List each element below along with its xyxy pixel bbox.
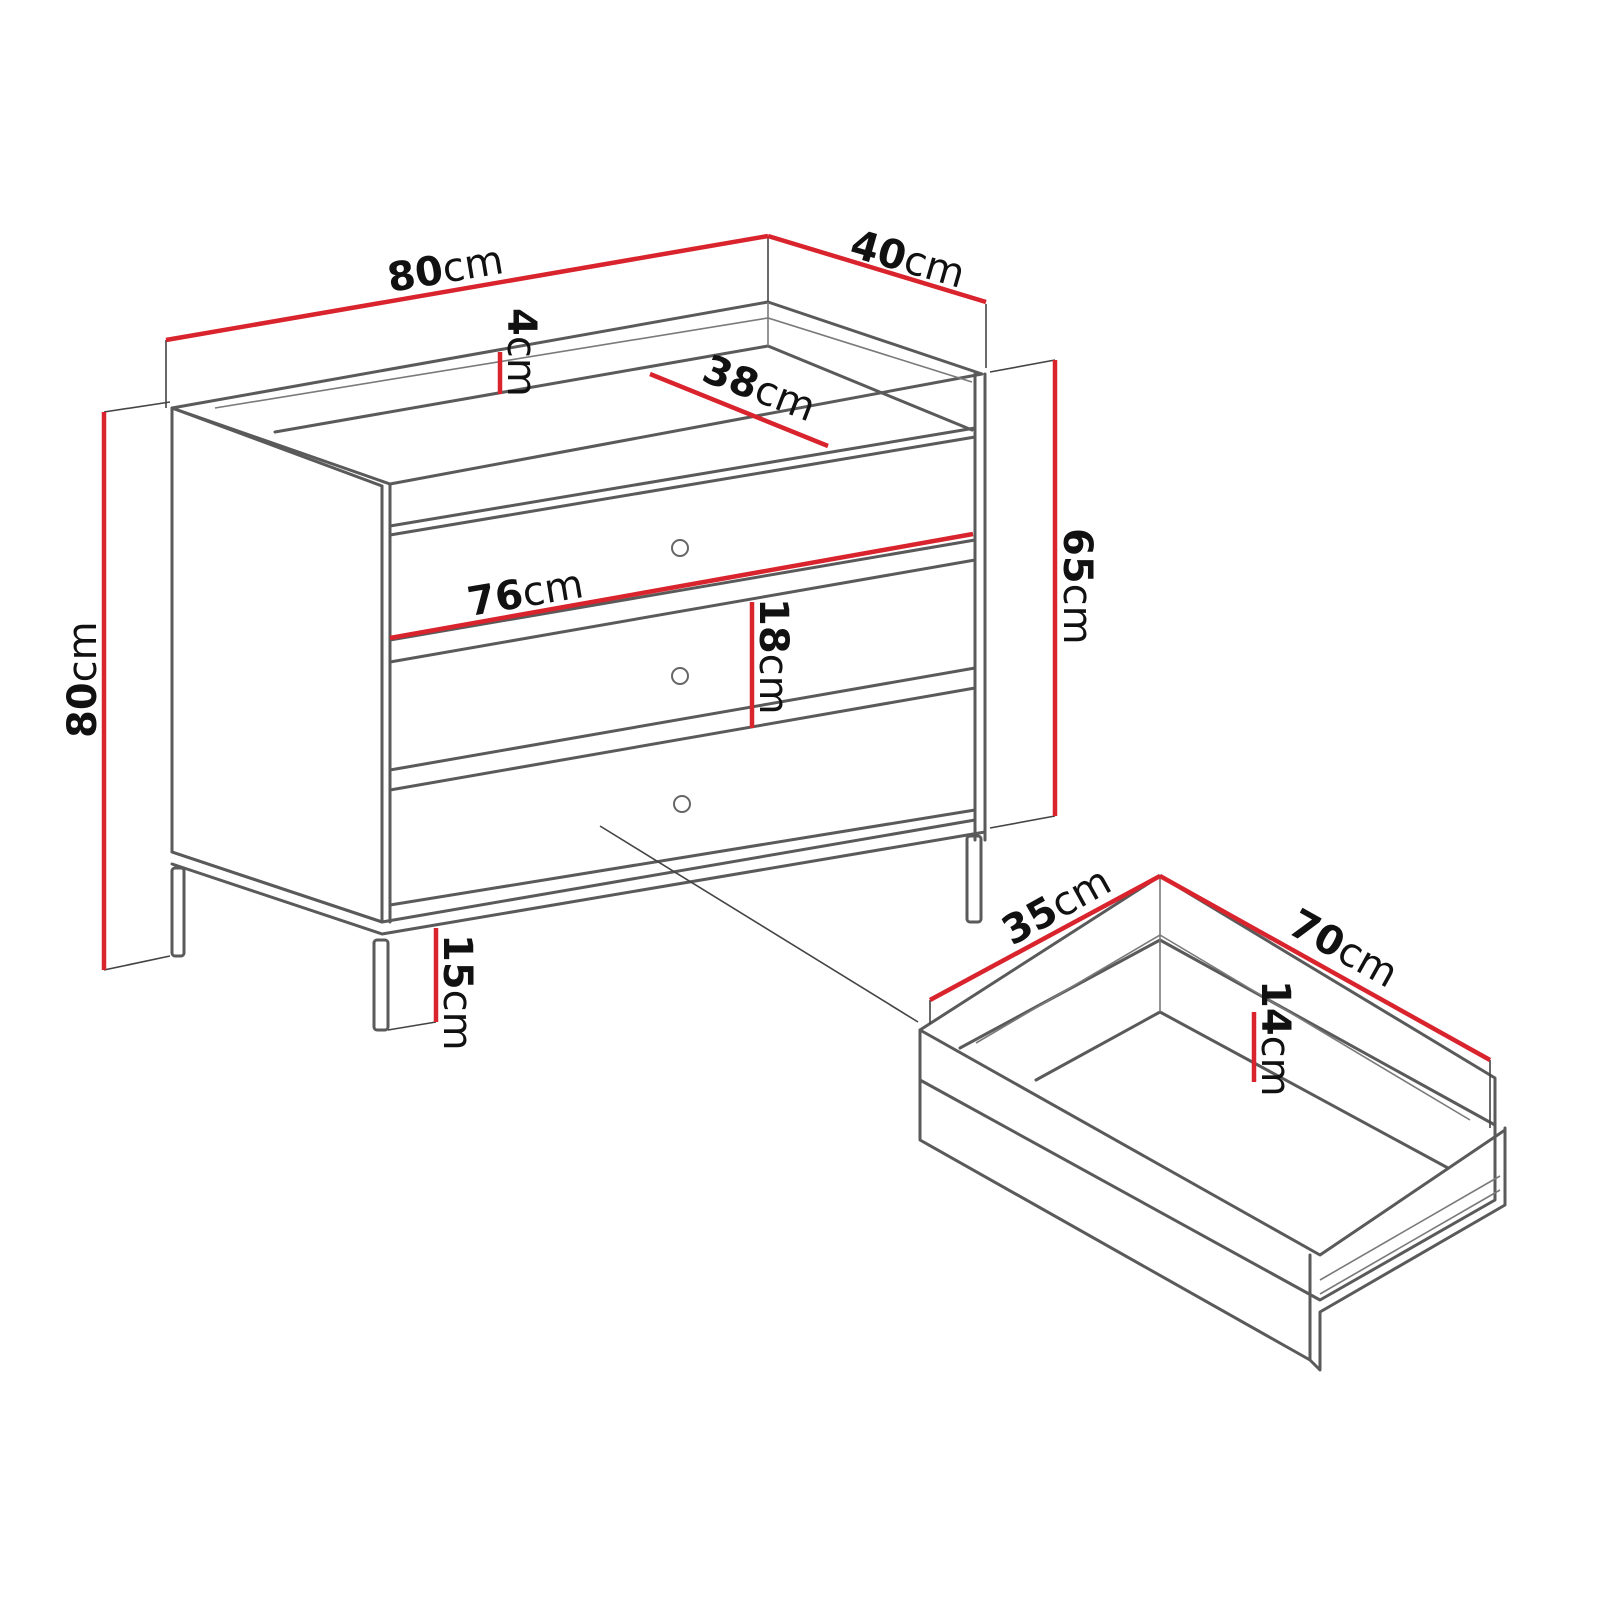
drawer-connector-line [599,825,919,1023]
svg-text:70cm: 70cm [1281,901,1405,998]
svg-text:18cm: 18cm [750,598,796,715]
dimension-depth: 40cm [767,221,987,305]
svg-text:76cm: 76cm [464,561,587,626]
dresser-legs [170,834,983,1032]
dimension-leg-height: 15cm [433,928,480,1051]
svg-text:65cm: 65cm [1054,528,1100,645]
svg-text:14cm: 14cm [1252,980,1298,1097]
dimension-total-height: 80cm [60,412,107,970]
svg-text:15cm: 15cm [434,934,480,1051]
dimension-top-rim: 4cm [497,308,544,397]
drawer-knob-2 [671,667,689,685]
dimension-body-height: 65cm [1052,360,1100,816]
dimension-inner-width: 76cm [389,531,974,641]
leg-front-left [372,938,390,1032]
dimension-drawer-inner-height: 14cm [1251,980,1298,1097]
detached-drawer [918,874,1507,1372]
drawer-knob-1 [671,539,689,557]
svg-text:40cm: 40cm [845,221,970,297]
dimension-total-width: 80cm [165,233,769,343]
svg-text:4cm: 4cm [498,308,544,397]
dimension-drawer-front-height: 18cm [749,598,796,728]
svg-text:35cm: 35cm [995,858,1119,955]
dimension-drawer-inner-depth: 35cm [928,858,1162,1002]
extension-lines [103,236,1491,1128]
leg-back-left [170,866,186,958]
dresser-body [170,300,987,936]
leg-front-right [965,834,983,924]
drawer-knob-3 [673,795,691,813]
svg-text:80cm: 80cm [384,237,507,302]
svg-text:80cm: 80cm [60,621,106,738]
